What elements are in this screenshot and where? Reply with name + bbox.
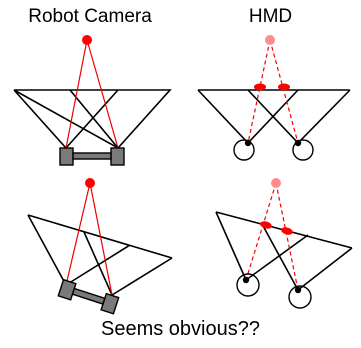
right-screen-point: [278, 83, 290, 91]
left-outer-edge: [13, 89, 67, 149]
robot-camera-rotated-panel: [27, 178, 173, 315]
left-frustum-outline: [13, 89, 172, 150]
right-inner-edge: [261, 223, 299, 291]
right-pupil: [294, 139, 302, 147]
left-outer-edge: [197, 89, 249, 144]
robot-camera-header: Robot Camera: [28, 6, 152, 27]
camera-bar: [72, 152, 112, 160]
left-inner-edge: [245, 234, 309, 281]
right-outer-edge: [297, 247, 353, 291]
ray-left: [65, 182, 91, 286]
ray-right-dashed: [275, 182, 299, 291]
ray-right: [86, 39, 119, 149]
left-pupil: [242, 276, 250, 284]
hmd-header: HMD: [248, 6, 293, 27]
left-eye: [233, 139, 255, 161]
left-outer-edge: [215, 211, 247, 281]
ray-left-dashed: [245, 182, 277, 281]
left-eye: [236, 273, 260, 297]
right-outer-edge: [111, 257, 173, 296]
right-pupil: [294, 286, 302, 294]
left-screen-point: [254, 83, 266, 91]
right-screen-point: [281, 227, 293, 235]
right-frustum-outline: [69, 89, 119, 149]
hmd-aligned-panel: [197, 35, 351, 161]
hmd-rotated-panel: [215, 178, 353, 309]
target-point-faint: [265, 35, 275, 45]
right-eye: [292, 139, 314, 161]
robot-camera-aligned-panel: [13, 35, 172, 166]
right-outer-edge: [297, 89, 351, 144]
ray-right-dashed: [269, 39, 299, 144]
left-inner-edge: [65, 89, 119, 149]
right-inner-edge: [247, 89, 299, 144]
right-camera-body: [110, 147, 125, 166]
ray-left: [65, 39, 88, 149]
left-camera-body: [59, 147, 74, 166]
target-point: [82, 35, 92, 45]
ray-left-dashed: [247, 39, 271, 144]
right-eye: [288, 285, 312, 309]
right-inner-edge: [83, 231, 113, 296]
target-point: [85, 178, 95, 188]
target-point-faint: [271, 178, 281, 188]
caption: Seems obvious??: [101, 318, 260, 340]
left-outer-edge: [27, 214, 67, 286]
left-pupil: [244, 139, 252, 147]
left-screen-point: [260, 221, 272, 229]
ray-right: [89, 182, 113, 296]
camera-bar: [71, 287, 106, 305]
